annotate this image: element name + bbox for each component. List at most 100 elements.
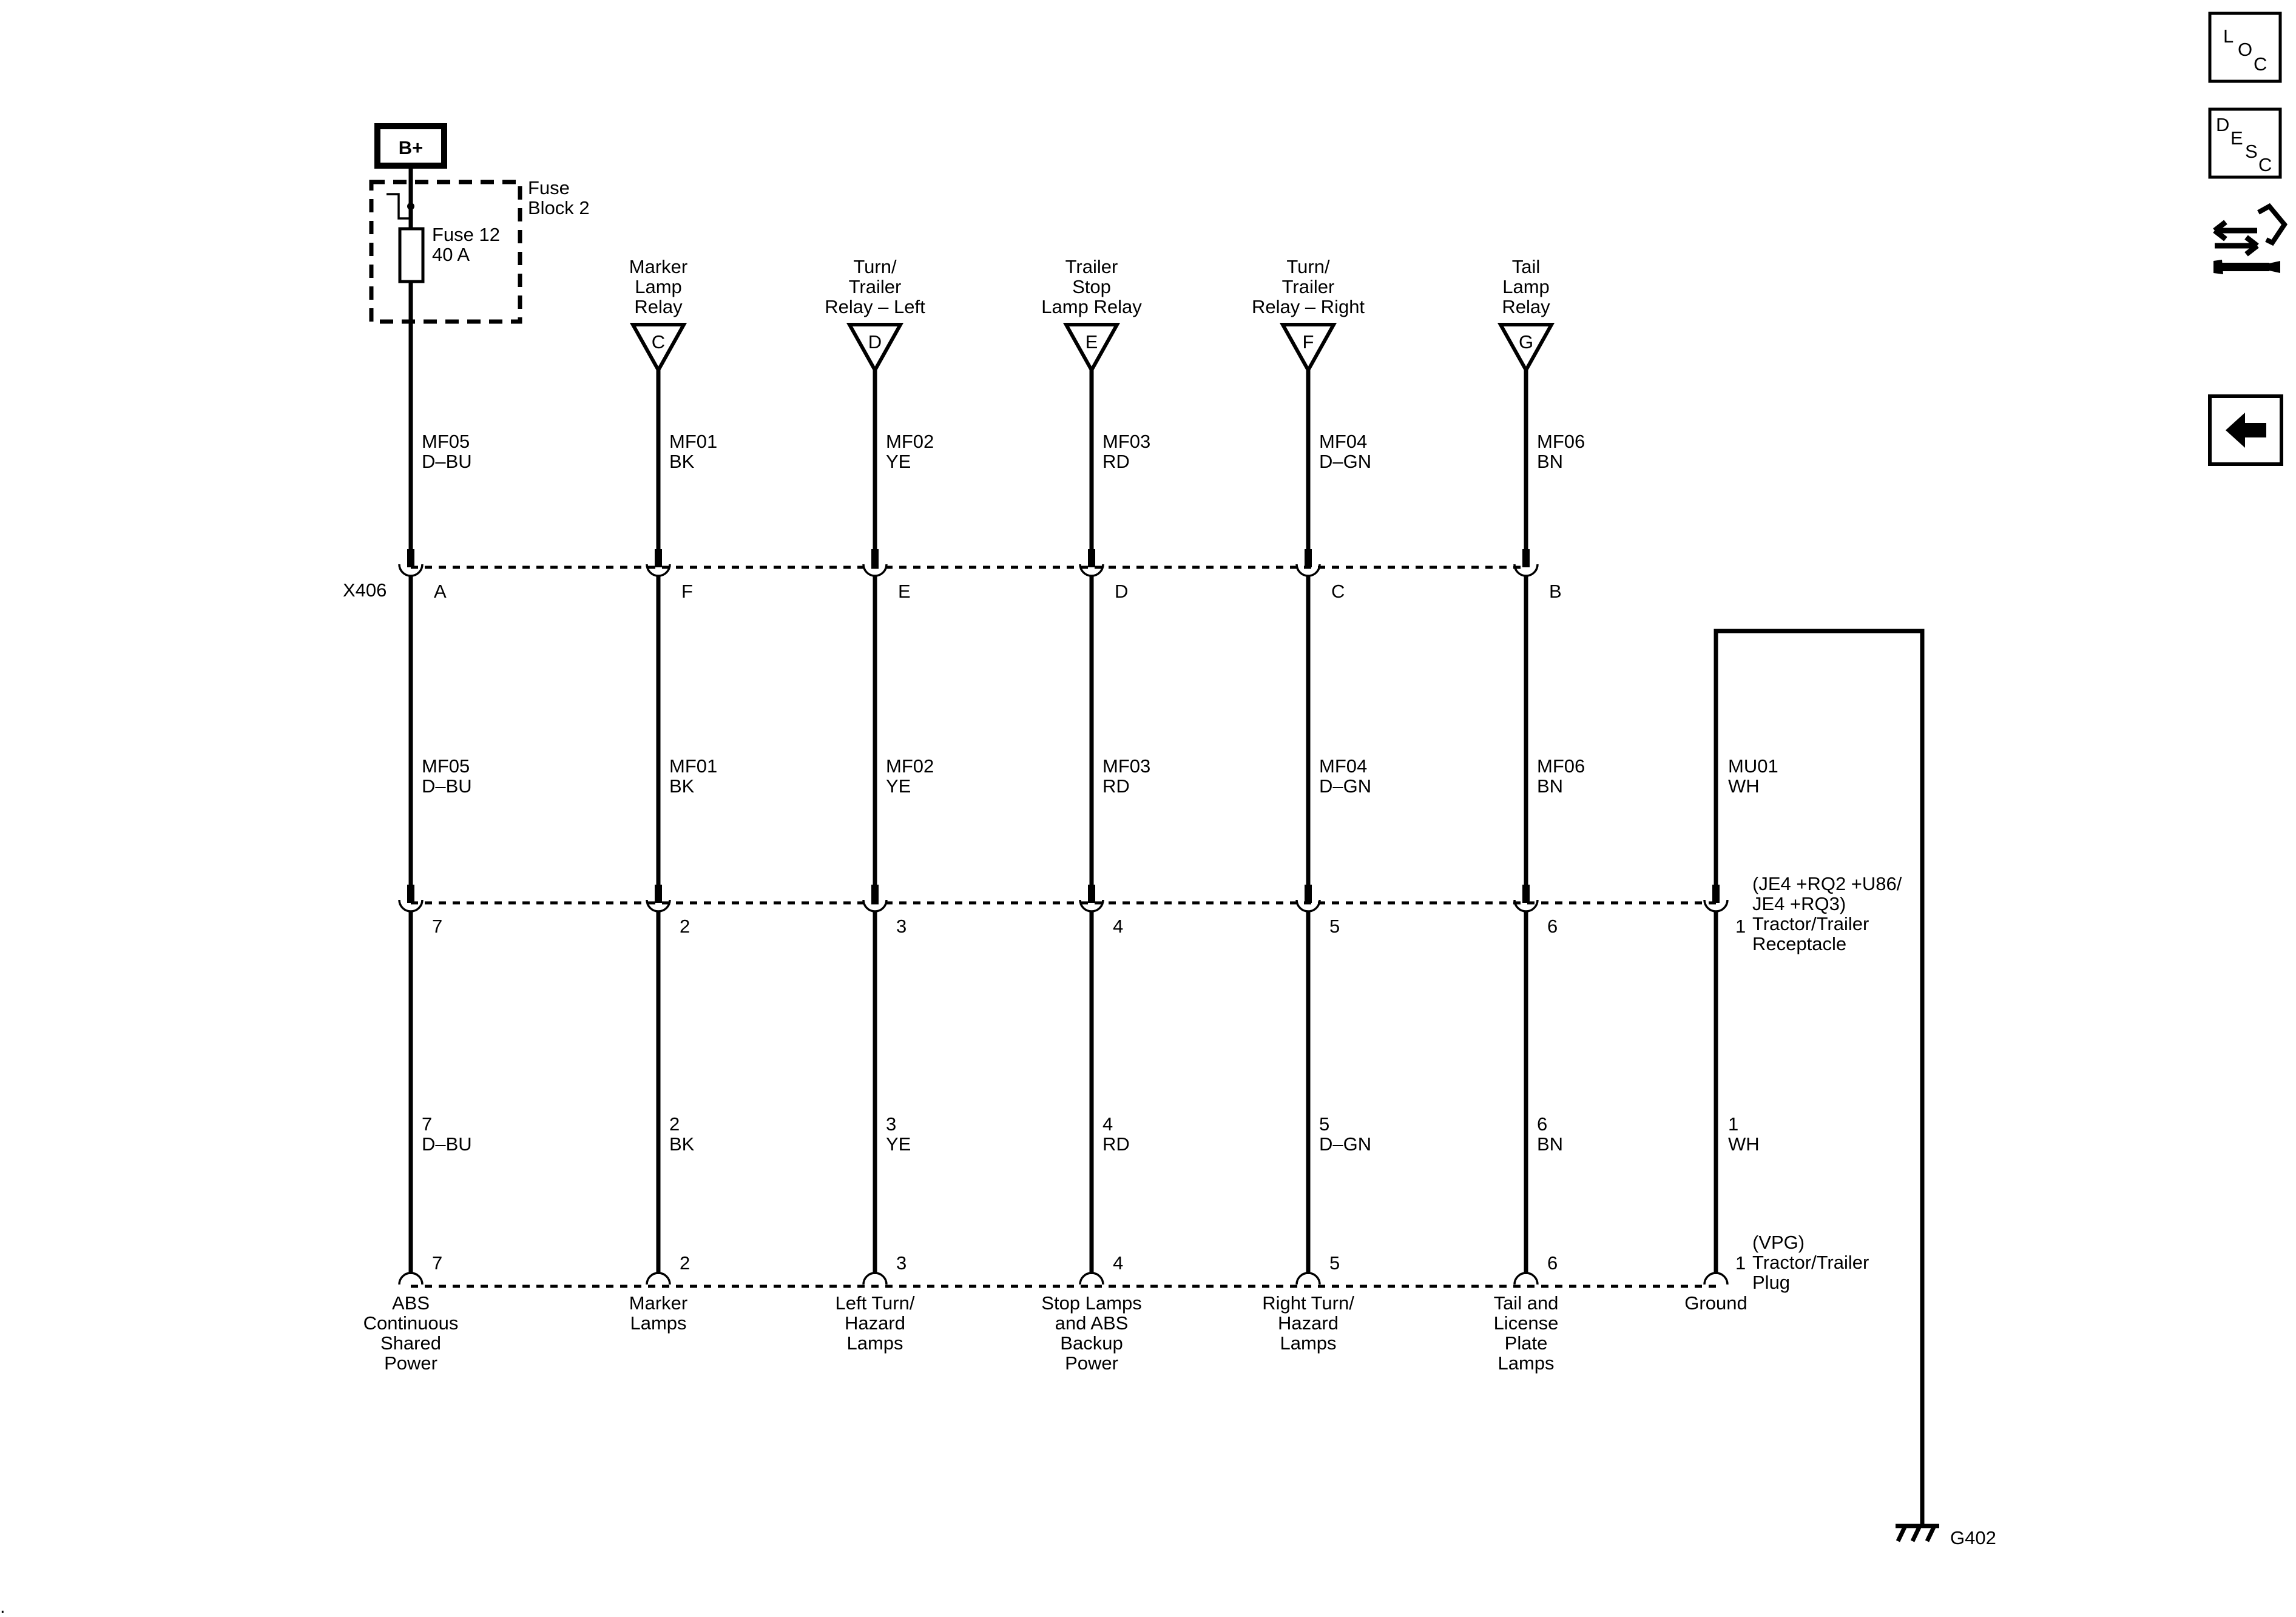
relay-terminal [1062, 323, 1121, 374]
wire-label: BN [1537, 451, 1563, 472]
wire-label: YE [886, 451, 911, 472]
pin-label: B [1549, 581, 1562, 602]
pin-label: 6 [1547, 916, 1558, 937]
pin-label: 5 [1329, 916, 1340, 937]
dest-label: and ABS [1055, 1312, 1129, 1334]
relay-terminal [1497, 323, 1555, 374]
svg-text:(VPG): (VPG) [1752, 1232, 1805, 1253]
terminal-letter: G [1519, 331, 1533, 353]
wire-label: MF03 [1102, 431, 1150, 452]
loc-button[interactable]: L O C [2208, 12, 2282, 83]
dest-label: Lamps [1497, 1352, 1554, 1374]
fuse-block-2: Fuse Block 2 Fuse 12 40 A [369, 166, 590, 324]
pin-label: 4 [1113, 916, 1123, 937]
wire-label: D–GN [1319, 1133, 1371, 1155]
relay-terminal [846, 323, 904, 374]
relay-label: Relay – Right [1252, 296, 1365, 317]
dest-label: Hazard [845, 1312, 905, 1334]
wire-label: BN [1537, 775, 1563, 797]
pin-label: D [1115, 581, 1128, 602]
svg-text:D: D [2216, 114, 2229, 135]
relay-terminal [629, 323, 687, 374]
svg-text:Plug: Plug [1752, 1272, 1790, 1293]
terminal-letter: E [1086, 331, 1098, 353]
dest-label: Right Turn/ [1262, 1292, 1354, 1314]
svg-text:L: L [2223, 25, 2234, 47]
wire-label: MF01 [669, 431, 717, 452]
plug-label: (VPG) Tractor/Trailer Plug [1752, 1232, 1869, 1293]
wire-label: MF02 [886, 431, 934, 452]
dest-label: Plate [1505, 1332, 1548, 1354]
dest-label: Lamps [1280, 1332, 1336, 1354]
circuit-abs: MF05 D–BU A MF05 D–BU 7 7 D–BU 7 ABS Con… [363, 322, 472, 1374]
relay-label: Stop [1072, 276, 1111, 297]
pin-label: 1 [1735, 916, 1746, 937]
dest-label: Shared [380, 1332, 441, 1354]
wire-label: MF06 [1537, 431, 1585, 452]
pin-label: C [1331, 581, 1345, 602]
wire-label: MU01 [1728, 755, 1778, 777]
fuse-block-name-1: Fuse [528, 177, 570, 198]
wire-label: 7 [422, 1113, 432, 1135]
relay-label: Turn/ [853, 256, 897, 277]
relay-circuits: MarkerLampRelayCMF01BKFMF01BK22BK2Marker… [629, 256, 1585, 1374]
dest-label: Stop Lamps [1041, 1292, 1141, 1314]
relay-label: Lamp [635, 276, 682, 297]
fuse-symbol [398, 227, 425, 283]
wire-label: YE [886, 775, 911, 797]
relay-label: Lamp Relay [1041, 296, 1142, 317]
wire-label: BK [669, 1133, 695, 1155]
power-label: B+ [399, 137, 424, 158]
wire-label: 4 [1102, 1113, 1113, 1135]
x406-label: X406 [343, 579, 387, 601]
fuse-label-2: 40 A [432, 244, 470, 265]
wire-label: MF05 [422, 755, 470, 777]
pin-label: 2 [680, 1252, 690, 1274]
relay-label: Marker [629, 256, 687, 277]
pin-label: E [898, 581, 911, 602]
wire-label: 2 [669, 1113, 680, 1135]
wire-label: MF01 [669, 755, 717, 777]
wire-label: MF05 [422, 431, 470, 452]
dest-label: Ground [1684, 1292, 1747, 1314]
svg-text:C: C [2258, 154, 2272, 175]
circuit-ground: MU01 WH 1 1 WH 1 Ground G402 [1684, 629, 1996, 1548]
wire-label: D–GN [1319, 451, 1371, 472]
wire-label: D–BU [422, 1133, 472, 1155]
wire-label: 6 [1537, 1113, 1547, 1135]
pin-label: A [434, 581, 447, 602]
back-arrow-icon[interactable] [2208, 394, 2283, 466]
wire-label: 5 [1319, 1113, 1329, 1135]
svg-text:O: O [2238, 39, 2252, 60]
dest-label: Lamps [846, 1332, 903, 1354]
wire-label: BN [1537, 1133, 1563, 1155]
dest-label: Power [384, 1352, 437, 1374]
wire-label: WH [1728, 1133, 1760, 1155]
wire-label: MF02 [886, 755, 934, 777]
dest-label: ABS [392, 1292, 430, 1314]
terminal-letter: F [1303, 331, 1314, 353]
pin-label: 3 [896, 1252, 907, 1274]
power-source: B+ [374, 123, 447, 169]
wire-label: MF04 [1319, 431, 1367, 452]
svg-text:Receptacle: Receptacle [1752, 933, 1846, 954]
wire-label: WH [1728, 775, 1760, 797]
dest-label: Backup [1060, 1332, 1123, 1354]
relay-label: Lamp [1502, 276, 1550, 297]
svg-text:Tractor/Trailer: Tractor/Trailer [1752, 913, 1869, 934]
wire-label: MF03 [1102, 755, 1150, 777]
pin-label: F [681, 581, 693, 602]
receptacle-label: (JE4 +RQ2 +U86/ JE4 +RQ3) Tractor/Traile… [1752, 873, 1902, 954]
dest-label: Lamps [630, 1312, 686, 1334]
dest-label: Left Turn/ [836, 1292, 915, 1314]
svg-text:E: E [2230, 127, 2243, 149]
terminal-letter: D [868, 331, 882, 353]
desc-button[interactable]: D E S C [2208, 107, 2282, 179]
corner-mark: . [0, 1596, 5, 1617]
dest-label: Tail and [1494, 1292, 1559, 1314]
connector-wrench-icon[interactable] [2213, 203, 2288, 274]
